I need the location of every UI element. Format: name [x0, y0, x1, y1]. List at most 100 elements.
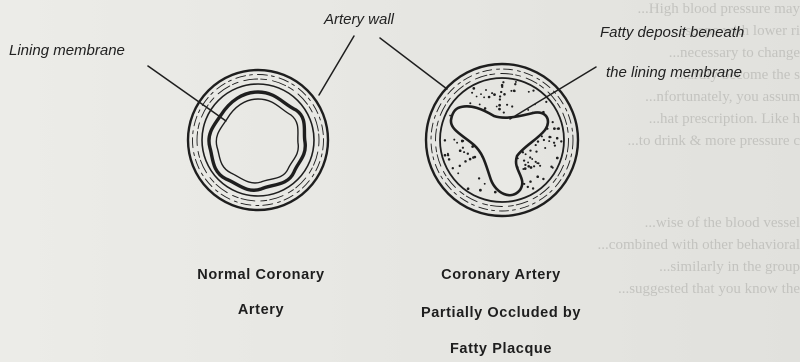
- plaque-dot: [496, 106, 498, 108]
- plaque-dot: [467, 153, 469, 155]
- plaque-dot: [525, 153, 527, 155]
- plaque-dot: [537, 140, 539, 142]
- plaque-dot: [532, 187, 534, 189]
- plaque-dot: [464, 160, 467, 163]
- plaque-dot: [499, 98, 501, 100]
- plaque-dot: [553, 127, 556, 130]
- plaque-dot: [529, 180, 532, 183]
- plaque-dot: [529, 156, 531, 158]
- plaque-dot: [501, 84, 504, 87]
- plaque-dot: [544, 147, 546, 149]
- plaque-dot: [536, 162, 538, 164]
- plaque-dot: [444, 154, 447, 157]
- normal-artery-lining-membrane: [209, 92, 305, 190]
- caption-normal-line2: Artery: [172, 302, 350, 318]
- plaque-dot: [535, 144, 537, 146]
- plaque-dot: [556, 157, 559, 160]
- plaque-dot: [510, 90, 512, 92]
- label-fatty-deposit-line2: the lining membrane: [606, 64, 742, 81]
- plaque-dot: [471, 92, 473, 94]
- plaque-dot: [499, 95, 501, 97]
- plaque-dot: [527, 165, 530, 168]
- plaque-dot: [476, 96, 478, 98]
- plaque-dot: [485, 89, 487, 91]
- plaque-dot: [456, 142, 458, 144]
- plaque-dot: [479, 189, 482, 192]
- plaque-dot: [488, 96, 491, 99]
- leader-lines: [148, 36, 596, 121]
- plaque-dot: [527, 161, 529, 163]
- leader-lining-membrane: [148, 66, 226, 121]
- plaque-dot: [536, 175, 539, 178]
- label-fatty-deposit-line1: Fatty deposit beneath: [600, 24, 744, 41]
- leader-artery-wall-left: [319, 36, 354, 95]
- plaque-dot: [529, 149, 531, 151]
- plaque-dot: [514, 83, 516, 85]
- plaque-dot: [548, 140, 550, 142]
- plaque-dot: [539, 165, 541, 167]
- caption-occluded-line3: Fatty Placque: [396, 341, 606, 357]
- plaque-dot: [484, 107, 487, 110]
- caption-occluded-line2: Partially Occluded by: [396, 305, 606, 321]
- plaque-dot: [498, 104, 501, 107]
- plaque-dot: [554, 144, 556, 146]
- plaque-dot: [556, 137, 559, 140]
- plaque-dot: [447, 153, 449, 155]
- normal-artery-lining-membrane-inner: [216, 99, 298, 183]
- plaque-dot: [478, 177, 480, 179]
- plaque-dot: [467, 187, 470, 190]
- plaque-dot: [491, 92, 493, 94]
- plaque-dot: [557, 128, 559, 130]
- plaque-dot: [515, 81, 517, 83]
- plaque-dot: [524, 164, 526, 166]
- plaque-dot: [535, 150, 537, 152]
- plaque-dot: [542, 178, 544, 180]
- leader-fatty-deposit: [510, 67, 596, 119]
- plaque-dot: [459, 149, 462, 152]
- plaque-dot: [498, 108, 501, 111]
- plaque-dot: [522, 168, 524, 170]
- plaque-dot: [457, 172, 459, 174]
- plaque-dot: [502, 81, 504, 83]
- normal-artery: [188, 70, 328, 210]
- leader-artery-wall-right: [380, 38, 447, 89]
- plaque-dot: [472, 87, 475, 90]
- plaque-dot: [448, 158, 451, 161]
- plaque-dot: [531, 158, 533, 160]
- plaque-dot: [469, 102, 471, 104]
- plaque-dot: [463, 151, 465, 153]
- plaque-dot: [453, 139, 455, 141]
- plaque-dot: [503, 112, 505, 114]
- plaque-dot: [493, 93, 496, 96]
- plaque-dot: [550, 136, 552, 138]
- plaque-dot: [480, 93, 482, 95]
- plaque-dot: [552, 167, 554, 169]
- plaque-dot: [523, 159, 525, 161]
- occluded-artery-lumen: [451, 106, 548, 195]
- plaque-dot: [461, 140, 463, 142]
- plaque-dot: [444, 139, 446, 141]
- plaque-dot: [511, 105, 513, 107]
- plaque-dot: [462, 147, 464, 149]
- plaque-dot: [552, 121, 554, 123]
- plaque-dot: [560, 140, 562, 142]
- label-artery-wall: Artery wall: [324, 11, 394, 28]
- plaque-dot: [545, 101, 547, 103]
- plaque-dot: [469, 158, 472, 161]
- plaque-dot: [533, 165, 535, 167]
- plaque-dot: [483, 96, 485, 98]
- plaque-dot: [535, 161, 537, 163]
- caption-normal-line1: Normal Coronary: [172, 267, 350, 283]
- plaque-dot: [452, 167, 454, 169]
- label-lining-membrane: Lining membrane: [9, 42, 125, 59]
- plaque-dot: [503, 93, 506, 96]
- plaque-dot: [479, 103, 481, 105]
- plaque-dot: [459, 165, 461, 167]
- plaque-dot: [513, 89, 516, 92]
- plaque-dot: [530, 166, 533, 169]
- caption-occluded-line1: Coronary Artery: [396, 267, 606, 283]
- plaque-dot: [472, 156, 475, 159]
- plaque-dot: [527, 186, 529, 188]
- plaque-dot: [528, 91, 530, 93]
- plaque-dot: [506, 104, 508, 106]
